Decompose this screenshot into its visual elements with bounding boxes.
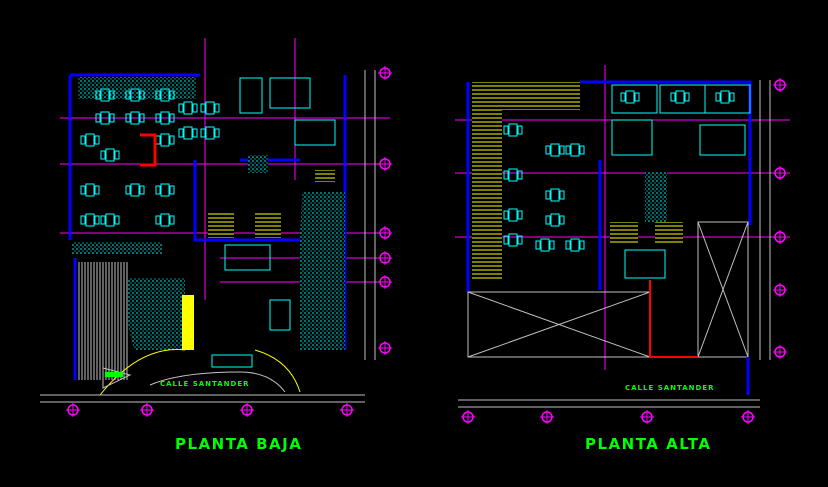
stairs [255,212,281,238]
dimension-lines [40,70,376,403]
walls [466,80,752,292]
street-lines [99,349,301,396]
grid-lines [455,65,790,370]
stairs [610,222,638,244]
planter [645,172,667,222]
planter-court [127,278,185,350]
planter-mid [72,242,162,254]
planta-alta-plan: CALLE SANTANDER PLANTA ALTA [455,65,790,453]
stairs [655,222,683,244]
stairs [208,212,234,238]
facade-screen [472,82,502,280]
grid-bubbles [460,77,788,425]
ramp [182,295,194,350]
railing [649,280,698,358]
bar-counter [140,133,157,167]
restaurant-tables [80,88,220,227]
street-label: CALLE SANTANDER [625,384,715,392]
stairs [315,170,335,182]
planter-top [78,77,196,99]
plan-title: PLANTA BAJA [175,435,302,453]
open-to-below [458,80,771,408]
office-rooms [503,84,751,279]
planter-small [248,155,268,173]
plan-title: PLANTA ALTA [585,435,711,453]
facade-screen [502,82,580,110]
kitchen-fixtures [211,77,336,368]
street-label: CALLE SANTANDER [160,380,250,388]
planta-baja-plan: CALLE SANTANDER PLANTA BAJA [40,38,393,453]
parking-area [78,262,128,380]
planter-right [300,192,345,350]
